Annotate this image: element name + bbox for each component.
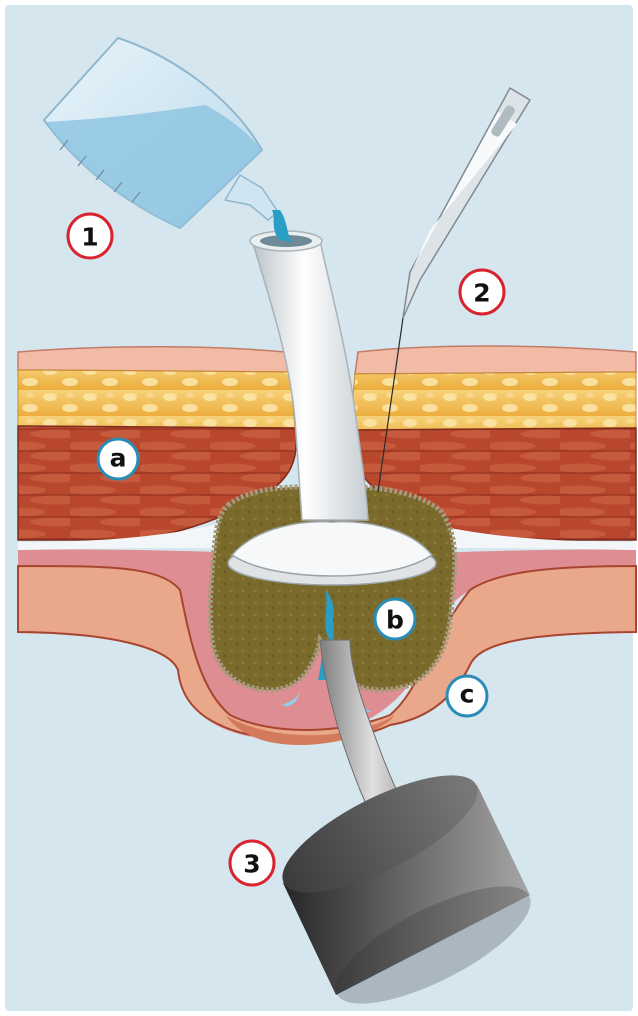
step-1-badge: 1 [68, 214, 112, 258]
layer-b-label: b [386, 606, 404, 635]
step-2-badge: 2 [460, 270, 504, 314]
step-2-label: 2 [473, 279, 490, 308]
layer-c-label: c [460, 680, 475, 709]
layer-b-badge: b [375, 599, 415, 639]
layer-c-badge: c [447, 676, 487, 716]
layer-a-label: a [110, 444, 127, 473]
step-3-badge: 3 [230, 841, 274, 885]
step-3-label: 3 [243, 850, 260, 879]
step-1-label: 1 [81, 223, 98, 252]
layer-a-badge: a [98, 439, 138, 479]
